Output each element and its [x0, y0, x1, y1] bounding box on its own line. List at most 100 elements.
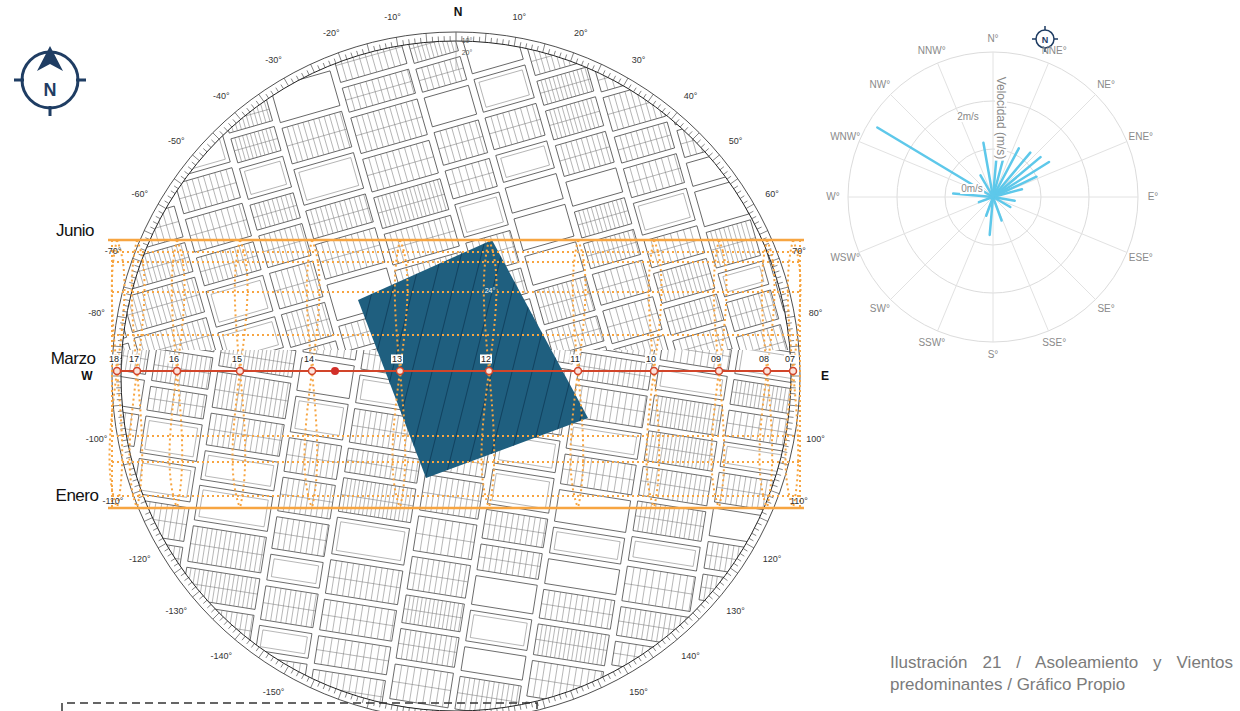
sun-dotted-line	[799, 240, 801, 508]
parcel-lines	[501, 146, 550, 178]
wind-direction: ESE°	[1129, 253, 1153, 263]
city-block	[525, 242, 584, 285]
site-polygon	[358, 240, 588, 478]
parcel-lines	[677, 118, 729, 158]
city-block	[482, 509, 548, 547]
city-block	[416, 56, 467, 92]
parcel-lines	[460, 197, 504, 232]
parcel-lines	[244, 161, 286, 194]
city-block	[533, 624, 609, 666]
parcel-lines	[284, 438, 342, 480]
city-block	[270, 261, 323, 309]
parcel-lines	[295, 401, 344, 436]
hatch-line	[140, 220, 210, 500]
parcel-lines	[102, 206, 183, 257]
caption: Ilustración 21 / Asoleamiento y Vientos …	[890, 652, 1233, 696]
analemma-curve	[235, 240, 245, 508]
parcel-lines	[660, 370, 723, 395]
city-block	[455, 676, 521, 711]
hour-label: 16	[168, 355, 180, 364]
hour-point	[486, 368, 493, 375]
hour-point	[397, 368, 404, 375]
azimuth-label: 40°	[684, 92, 698, 101]
parcel-lines	[571, 427, 637, 455]
city-block	[545, 559, 620, 595]
analemma-curve	[169, 240, 184, 508]
city-block	[407, 556, 470, 598]
hatch-line	[500, 220, 570, 500]
hour-label: 15	[231, 355, 243, 364]
city-block	[736, 325, 790, 350]
hour-point	[134, 368, 141, 375]
city-block	[726, 290, 778, 332]
wind-rose	[848, 52, 1138, 342]
rose-spoke	[993, 142, 1127, 198]
parcel-lines	[250, 193, 300, 230]
city-block	[123, 277, 205, 332]
wind-direction: NE°	[1097, 80, 1115, 90]
parcel-lines	[413, 516, 477, 560]
wind-direction: WSW°	[830, 253, 860, 263]
hour-point	[114, 368, 121, 375]
hatch-line	[680, 220, 750, 500]
sun-dotted-line	[112, 334, 800, 336]
hour-point	[716, 368, 723, 375]
analemma-curve	[307, 240, 317, 508]
hatch-line	[520, 220, 590, 500]
parcel-lines	[70, 405, 139, 447]
azimuth-label: -80°	[88, 308, 105, 317]
city-block	[396, 628, 459, 667]
hour-label: 18	[108, 355, 120, 364]
hour-label: 12	[480, 355, 492, 364]
parcel-lines	[533, 624, 609, 666]
hatch-line	[440, 220, 510, 500]
wind-direction: N°	[987, 34, 998, 44]
parcel-lines	[251, 656, 308, 691]
city-block	[402, 595, 465, 632]
city-block	[123, 538, 183, 571]
ring-outer	[112, 32, 800, 711]
analemma-curve	[788, 240, 798, 508]
parcel-lines	[205, 455, 273, 486]
hatch-line	[760, 220, 830, 500]
hour-point	[237, 368, 244, 375]
city-block	[527, 33, 585, 75]
parcel-lines	[336, 522, 405, 561]
rose-spoke	[938, 63, 994, 197]
wind-direction: E°	[1148, 192, 1159, 202]
analemma-curve	[484, 240, 494, 508]
city-block	[477, 544, 542, 579]
city-block	[284, 438, 342, 480]
azimuth-ring	[112, 32, 800, 711]
analemma-curve	[172, 240, 182, 508]
parcel-lines	[574, 198, 631, 238]
parcel-lines	[455, 676, 521, 711]
city-block	[267, 554, 323, 588]
city-block	[363, 140, 439, 192]
city-block	[272, 517, 329, 557]
analemma-curve	[649, 240, 659, 508]
parcel-lines	[320, 599, 397, 641]
city-block	[332, 517, 410, 565]
city-grid	[32, 350, 856, 711]
parcel-lines	[458, 0, 507, 29]
hour-label: 13	[391, 355, 403, 364]
azimuth-label: 150°	[629, 688, 648, 697]
wind-bar	[877, 128, 993, 198]
parcel-lines	[196, 242, 261, 286]
parcel-lines	[223, 322, 279, 350]
north-letter: N	[454, 6, 463, 18]
rose-spoke	[891, 197, 994, 300]
hatch-line	[260, 220, 330, 500]
wind-direction: SE°	[1097, 304, 1114, 314]
parcel-lines	[342, 69, 415, 112]
parcel-lines	[492, 473, 550, 508]
azimuth-label: -150°	[263, 688, 285, 697]
parcel-lines	[314, 636, 390, 675]
azimuth-label: -50°	[168, 137, 185, 146]
hatch-line	[380, 220, 450, 500]
parcel-lines	[633, 541, 696, 566]
parcel-lines	[638, 193, 690, 230]
